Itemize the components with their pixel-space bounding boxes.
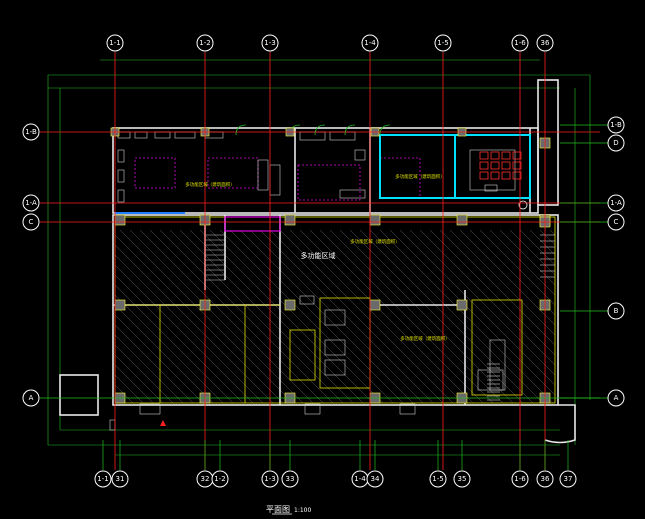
axis-top-6-label: 36 [541,39,550,47]
title-text: 平面图 [266,505,290,514]
axis-grid [40,52,608,470]
room-label-upper-left: 多功能区域（建筑面积） [185,181,235,188]
axis-top-3: 1-4 [361,34,379,52]
axis-bottom-4: 1-3 [261,470,279,488]
axis-bottom-12-label: 37 [564,475,573,483]
axis-left-3: A [22,389,40,407]
axis-bottom-10-label: 1-6 [514,475,526,483]
bottom-axis-bubbles: 1-1 31 32 1-2 1-3 33 1-4 34 1-5 35 1-6 36 37 [94,470,577,488]
axis-bottom-2: 32 [196,470,214,488]
axis-top-4: 1-5 [434,34,452,52]
entrance-marker [160,420,166,426]
room-label-upper-right: 多功能区域（建筑面积） [395,173,445,180]
axis-bottom-1-label: 31 [116,475,125,483]
axis-right-1-label: D [613,139,618,147]
room-label-lower-right: 多功能区域（建筑面积） [400,335,450,342]
axis-left-1-label: 1-A [25,199,37,207]
axis-bottom-3: 1-2 [211,470,229,488]
axis-right-0: 1-B [607,116,625,134]
axis-bottom-9: 35 [453,470,471,488]
axis-top-1-label: 1-2 [199,39,210,47]
axis-bottom-9-label: 35 [458,475,467,483]
axis-left-3-label: A [29,394,34,402]
scale-text: 1:100 [294,507,311,514]
top-axis-bubbles: 1-1 1-2 1-3 1-4 1-5 1-6 36 [106,34,554,52]
axis-top-4-label: 1-5 [437,39,448,47]
axis-top-2: 1-3 [261,34,279,52]
axis-bottom-10: 1-6 [511,470,529,488]
axis-top-1: 1-2 [196,34,214,52]
axis-right-4: B [607,302,625,320]
hatch-area [115,230,555,403]
axis-top-5-label: 1-6 [514,39,526,47]
axis-bottom-2-label: 32 [201,475,210,483]
axis-right-4-label: B [614,307,619,315]
axis-bottom-0-label: 1-1 [97,475,108,483]
axis-bottom-4-label: 1-3 [264,475,275,483]
axis-bottom-11: 36 [536,470,554,488]
axis-top-0-label: 1-1 [109,39,120,47]
axis-right-2-label: 1-A [610,199,622,207]
axis-top-3-label: 1-4 [364,39,376,47]
axis-bottom-6: 1-4 [351,470,369,488]
furniture [109,124,555,431]
axis-bottom-5: 33 [281,470,299,488]
axis-bottom-1: 31 [111,470,129,488]
room-label-lower-mid: 多功能区域（建筑面积） [350,238,400,245]
axis-bottom-6-label: 1-4 [354,475,366,483]
axis-top-0: 1-1 [106,34,124,52]
axis-left-0-label: 1-B [25,128,37,136]
axis-right-5-label: A [614,394,619,402]
axis-top-2-label: 1-3 [264,39,275,47]
axis-right-0-label: 1-B [610,121,622,129]
axis-right-1: D [607,134,625,152]
axis-right-3-label: C [614,218,619,226]
axis-top-6: 36 [536,34,554,52]
axis-right-2: 1-A [607,194,625,212]
axis-bottom-5-label: 33 [286,475,295,483]
drawing-title: 平面图 1:100 [266,505,311,515]
axis-bottom-11-label: 36 [541,475,550,483]
axis-left-2: C [22,213,40,231]
axis-bottom-8: 1-5 [429,470,447,488]
right-axis-bubbles: 1-B D 1-A C B A [607,116,625,407]
left-axis-bubbles: 1-B 1-A C A [22,123,40,407]
axis-left-2-label: C [29,218,34,226]
axis-bottom-12: 37 [559,470,577,488]
axis-bottom-8-label: 1-5 [432,475,443,483]
axis-bottom-7-label: 34 [371,475,380,483]
axis-bottom-3-label: 1-2 [214,475,225,483]
room-label-hall: 多功能区域 [301,251,336,260]
axis-top-5: 1-6 [511,34,529,52]
axis-left-1: 1-A [22,194,40,212]
axis-bottom-0: 1-1 [94,470,112,488]
dimension-lines [47,59,591,456]
axis-right-5: A [607,389,625,407]
axis-bottom-7: 34 [366,470,384,488]
axis-right-3: C [607,213,625,231]
axis-left-0: 1-B [22,123,40,141]
